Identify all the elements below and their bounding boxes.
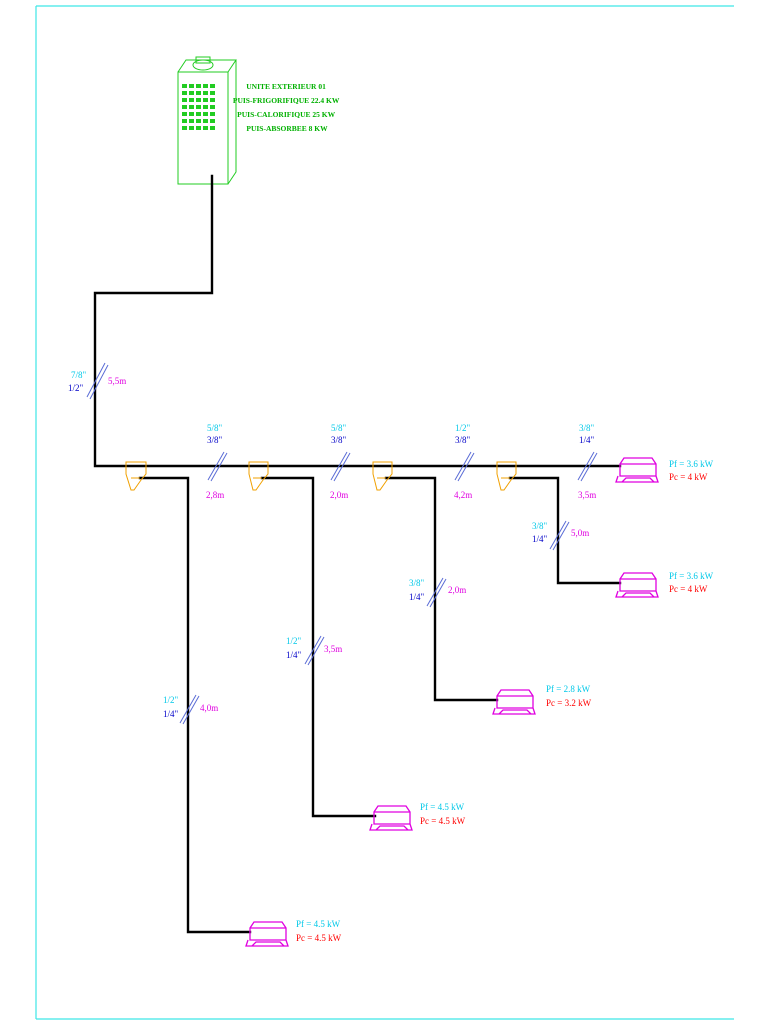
h1-length: 2,8m <box>206 490 224 500</box>
drawing-frame <box>35 5 734 1020</box>
refnet-joint-3 <box>372 461 393 491</box>
refnet-joint-4 <box>496 461 517 491</box>
h1-liquid-size: 5/8" <box>207 423 223 433</box>
indoor-unit-1-pc: Pc = 4 kW <box>669 472 708 482</box>
indoor-unit-2-pc: Pc = 4 kW <box>669 584 708 594</box>
outdoor-unit-label: UNITE EXTERIEUR 01 PUIS-FRIGORIFIQUE 22.… <box>233 82 341 133</box>
h3-liquid-size: 1/2" <box>455 423 471 433</box>
indoor-unit-3-pc: Pc = 3.2 kW <box>546 698 592 708</box>
main-liquid-size: 7/8" <box>71 370 87 380</box>
indoor-unit-4-pc: Pc = 4.5 kW <box>420 816 466 826</box>
branch-pipe-4 <box>508 476 622 585</box>
indoor-unit-5-pc: Pc = 4.5 kW <box>296 933 342 943</box>
main-length: 5,5m <box>108 376 126 386</box>
h2-gas-size: 3/8" <box>331 435 347 445</box>
main-gas-size: 1/2" <box>68 383 84 393</box>
h2-liquid-size: 5/8" <box>331 423 347 433</box>
main-pipe <box>93 174 622 468</box>
outdoor-unit-icon <box>177 56 237 185</box>
refnet-joint-2 <box>248 461 269 491</box>
indoor-unit-icon <box>369 805 413 831</box>
h2-length: 2,0m <box>330 490 348 500</box>
b3-liquid-size: 3/8" <box>409 578 425 588</box>
size-tick-marks <box>86 362 598 725</box>
indoor-unit-5-pf: Pf = 4.5 kW <box>296 919 341 929</box>
b2-liquid-size: 1/2" <box>286 636 302 646</box>
indoor-unit-1-pf: Pf = 3.6 kW <box>669 459 714 469</box>
b4-gas-size: 1/4" <box>532 534 548 544</box>
b2-length: 3,5m <box>324 644 342 654</box>
indoor-unit-4-pf: Pf = 4.5 kW <box>420 802 465 812</box>
branch-pipe-2 <box>260 476 377 818</box>
b4-length: 5,0m <box>571 528 589 538</box>
indoor-unit-icon <box>615 457 659 483</box>
branch-pipe-3 <box>384 476 499 702</box>
b3-length: 2,0m <box>448 585 466 595</box>
b1-length: 4,0m <box>200 703 218 713</box>
b1-liquid-size: 1/2" <box>163 695 179 705</box>
h1-gas-size: 3/8" <box>207 435 223 445</box>
b4-liquid-size: 3/8" <box>532 521 548 531</box>
h4-liquid-size: 3/8" <box>579 423 595 433</box>
indoor-unit-icon <box>492 689 536 715</box>
refnet-joint-1 <box>125 461 147 491</box>
indoor-unit-3-pf: Pf = 2.8 kW <box>546 684 591 694</box>
b3-gas-size: 1/4" <box>409 592 425 602</box>
h3-gas-size: 3/8" <box>455 435 471 445</box>
h3-length: 4,2m <box>454 490 472 500</box>
branch-pipe-1 <box>138 476 252 934</box>
b2-gas-size: 1/4" <box>286 650 302 660</box>
b1-gas-size: 1/4" <box>163 709 179 719</box>
h4-length: 3,5m <box>578 490 596 500</box>
indoor-unit-icon <box>245 921 289 947</box>
indoor-unit-icon <box>615 572 659 598</box>
h4-gas-size: 1/4" <box>579 435 595 445</box>
indoor-unit-2-pf: Pf = 3.6 kW <box>669 571 714 581</box>
